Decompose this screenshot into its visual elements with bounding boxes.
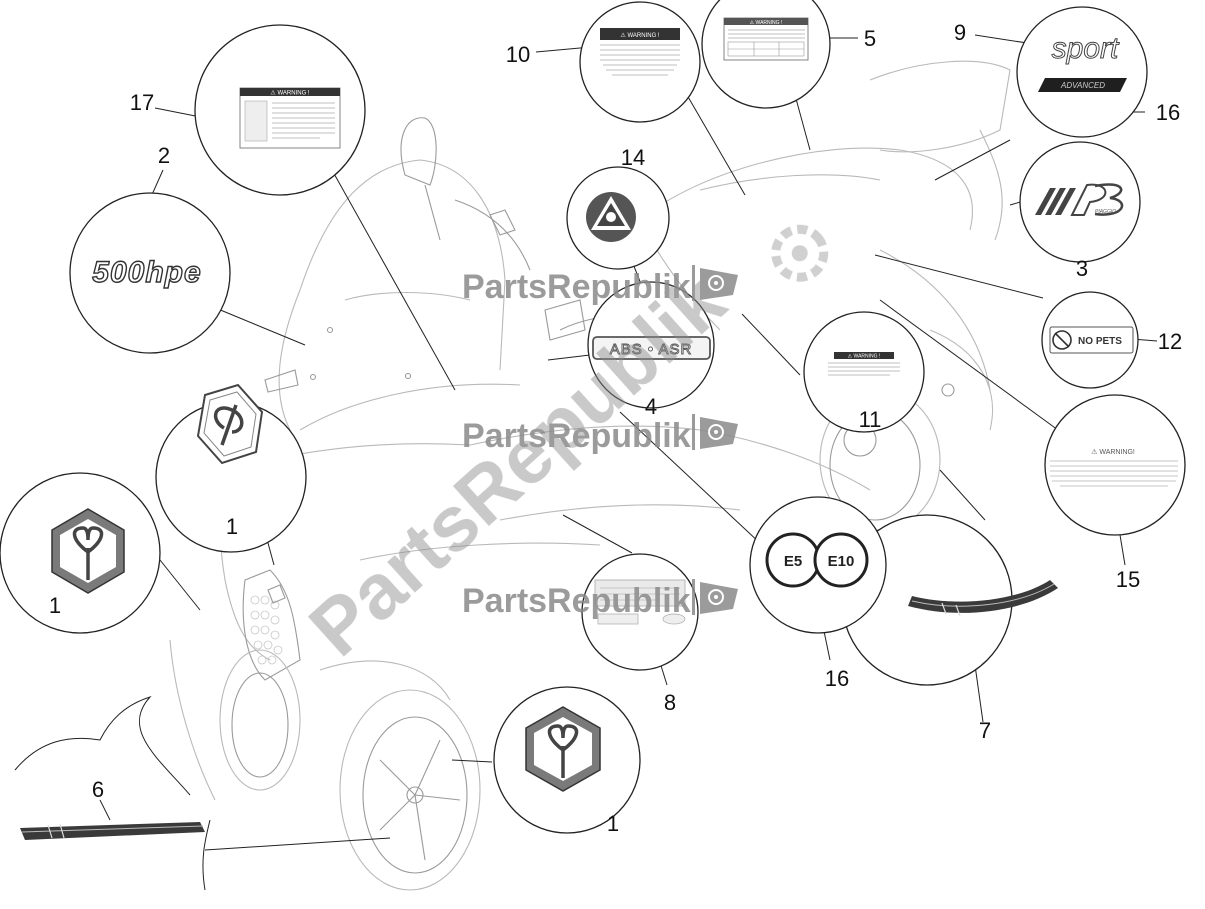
sport-text: sport [1052,32,1120,65]
fuel-decal-16: E5 E10 [765,532,869,588]
warning-title-5: ⚠ WARNING ! [750,20,783,26]
advanced-text: ADVANCED [1060,81,1105,90]
circle-9-17 [1016,6,1148,138]
callout-12: 12 [1158,329,1182,354]
callout-numbers: 17 2 10 5 9 16 3 12 15 7 16 8 11 4 14 1 … [49,20,1182,836]
no-pets-text: NO PETS [1078,336,1122,347]
watermark-3: PartsRepublik [462,579,738,620]
mp3-stripe-decal-6 [20,822,205,840]
callout-10: 10 [506,42,530,67]
watermark-2: PartsRepublik [462,414,738,455]
arc-shape-6 [14,695,211,891]
warning-label-11: ⚠ WARNING ! [828,352,900,376]
callout-17: 16 [1156,100,1180,125]
circle-15 [1044,394,1186,536]
piaggio-emblem-left [51,508,125,594]
callout-3: 3 [1076,256,1088,281]
watermark-text-3: PartsRepublik [462,582,691,620]
callout-13: 17 [130,90,154,115]
callout-7: 7 [979,718,991,743]
callout-11: 11 [859,407,882,432]
piaggio-emblem-bottom [525,706,601,792]
callout-8: 8 [664,690,676,715]
callout-9: 9 [954,20,966,45]
500hpe-badge-2: 500hpe [92,255,202,289]
callout-16: 16 [825,666,849,691]
triangle-decal-14 [586,192,636,242]
500hpe-text: 500hpe [92,256,201,289]
circle-11 [803,311,925,433]
callout-5: 5 [864,26,876,51]
abs-asr-decal-4: ABS • ASR [592,336,711,360]
info-plate-8 [594,579,686,625]
warning-label-5: ⚠ WARNING ! [723,17,809,61]
abs-asr-text: ABS • ASR [610,341,693,358]
e5-label: E5 [784,553,802,570]
sport-decal-9: sport [1051,32,1120,66]
callout-1-top: 1 [226,514,238,539]
watermark-layer: PartsRepublik PartsRepublik PartsRepubli… [292,224,829,673]
warning-title-15: ⚠ WARNING! [1091,448,1135,456]
warning-title-10: ⚠ WARNING ! [620,32,659,39]
warning-label-15: ⚠ WARNING! [1050,448,1178,487]
callout-6: 6 [92,777,104,802]
callout-1-bottom: 1 [607,811,619,836]
piaggio-text-3: PIAGGIO [1095,209,1116,215]
no-pets-decal-12: NO PETS [1049,326,1134,354]
warning-label-13: ⚠ WARNING ! [239,87,341,149]
callout-15: 15 [1116,567,1140,592]
mp3-stripe-decal-7 [908,580,1058,617]
watermark-text-2: PartsRepublik [462,417,691,455]
callout-2: 2 [158,143,170,168]
circle-2 [69,192,231,354]
circle-10 [579,1,701,123]
watermark-1: PartsRepublik [462,265,738,306]
warning-title-11: ⚠ WARNING ! [848,354,881,360]
warning-title-13: ⚠ WARNING ! [270,90,309,97]
warning-label-10: ⚠ WARNING ! [600,28,680,76]
e10-label: E10 [828,553,855,570]
callout-4: 4 [645,394,657,419]
watermark-text-1: PartsRepublik [462,268,691,306]
advanced-decal-17: ADVANCED [1038,78,1127,92]
mp3-logo-3: PIAGGIO [1035,183,1124,216]
callout-14: 14 [621,145,645,170]
piaggio-emblem-top [196,383,264,465]
callout-1-left: 1 [49,593,61,618]
